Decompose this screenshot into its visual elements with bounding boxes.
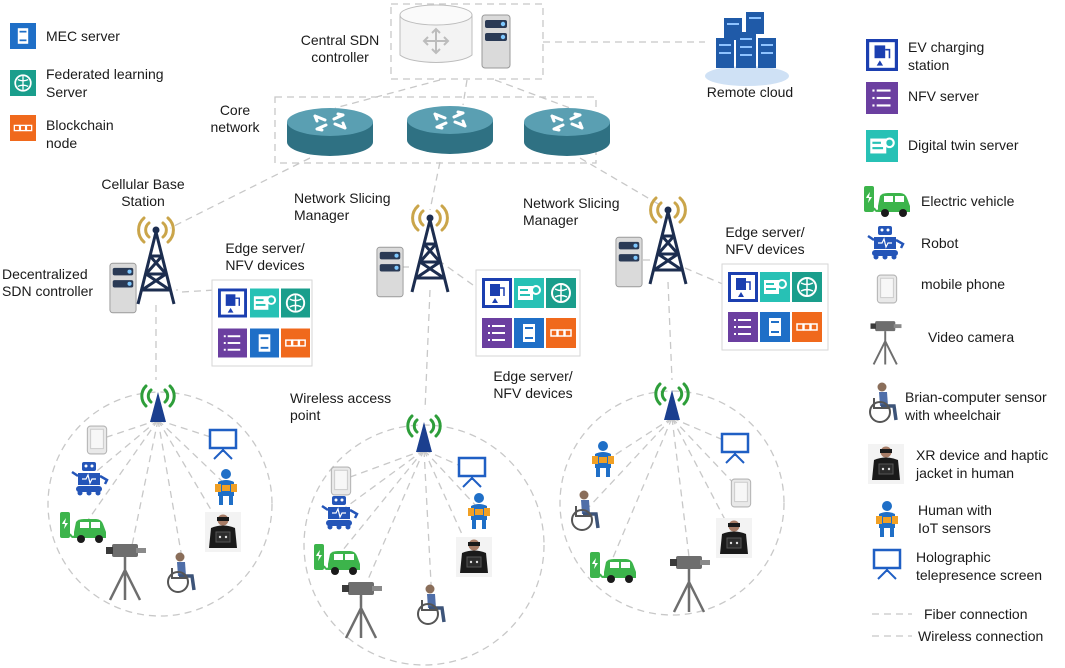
slicing-server-icon-1 bbox=[376, 246, 404, 298]
legend-label-blockchain: Blockchain node bbox=[46, 117, 114, 151]
legend-label-phone: mobile phone bbox=[921, 276, 1006, 292]
core-router-icon-3 bbox=[522, 106, 612, 158]
edge-server-label-2: Edge server/ NFV devices bbox=[493, 368, 573, 401]
core-router-icon-1 bbox=[285, 106, 375, 158]
federated-learning-server-icon bbox=[10, 68, 36, 98]
cell-tower-icon-2 bbox=[410, 204, 450, 294]
cellular-base-station-label: Cellular Base Station bbox=[101, 176, 185, 209]
mec-server-icon bbox=[10, 23, 36, 49]
cluster-1-devices bbox=[59, 425, 241, 602]
central-sdn-controller-icon bbox=[399, 4, 473, 64]
edge-server-group-1 bbox=[211, 279, 313, 367]
digital-twin-server-icon bbox=[866, 128, 898, 164]
mobile-phone-icon bbox=[876, 274, 898, 304]
decentralized-sdn-server-icon bbox=[109, 262, 137, 314]
cluster-2-devices bbox=[313, 456, 492, 640]
legend-label-ev-station: EV charging station bbox=[908, 39, 985, 73]
central-server-icon bbox=[481, 14, 511, 69]
legend-label-hologram: Holographic telepresence screen bbox=[916, 549, 1043, 583]
legend-label-wireless: Wireless connection bbox=[918, 628, 1044, 644]
robot-icon bbox=[866, 224, 905, 260]
wifi-ap-icon-2 bbox=[406, 414, 442, 454]
wifi-ap-icon-3 bbox=[654, 382, 690, 422]
legend-label-iot-human: Human with IoT sensors bbox=[918, 502, 992, 536]
cell-tower-icon-1 bbox=[136, 216, 176, 306]
remote-cloud-icon bbox=[705, 12, 789, 86]
blockchain-node-icon bbox=[10, 114, 36, 142]
slicing-manager-label-2: Network Slicing Manager bbox=[523, 195, 620, 228]
iot-human-icon bbox=[874, 500, 900, 538]
legend-label-robot: Robot bbox=[921, 235, 959, 251]
central-sdn-label: Central SDN controller bbox=[300, 32, 380, 65]
core-network-label: Core network bbox=[210, 102, 260, 135]
cell-tower-icon-3 bbox=[648, 196, 688, 286]
legend-label-fiber: Fiber connection bbox=[924, 606, 1028, 622]
legend-label-camera: Video camera bbox=[928, 329, 1015, 345]
hologram-screen-icon bbox=[872, 548, 902, 580]
legend-label-mec: MEC server bbox=[46, 28, 120, 44]
wireless-ap-label: Wireless access point bbox=[290, 390, 392, 423]
video-camera-icon bbox=[869, 319, 903, 366]
xr-person-icon bbox=[868, 444, 904, 484]
edge-server-group-2 bbox=[475, 269, 581, 357]
remote-cloud-label: Remote cloud bbox=[706, 84, 794, 100]
legend-label-xr: XR device and haptic jacket in human bbox=[916, 447, 1049, 481]
edge-server-label-3: Edge server/ NFV devices bbox=[725, 224, 805, 257]
slicing-manager-label-1: Network Slicing Manager bbox=[294, 190, 391, 223]
legend-label-digital-twin: Digital twin server bbox=[908, 137, 1019, 153]
legend-label-nfv: NFV server bbox=[908, 88, 979, 104]
slicing-server-icon-2 bbox=[615, 236, 643, 288]
cluster-3-devices bbox=[570, 432, 752, 614]
edge-server-group-3 bbox=[721, 263, 829, 351]
electric-vehicle-icon bbox=[863, 185, 911, 218]
edge-server-label-1: Edge server/ NFV devices bbox=[225, 240, 305, 273]
legend-label-federated: Federated learning Server bbox=[46, 66, 164, 100]
ev-charging-station-icon bbox=[866, 38, 898, 72]
wifi-ap-icon-1 bbox=[140, 384, 176, 424]
wheelchair-person-icon bbox=[868, 380, 898, 424]
nfv-server-icon bbox=[866, 82, 898, 114]
legend-label-ev: Electric vehicle bbox=[921, 193, 1015, 209]
decentralized-sdn-label: Decentralized SDN controller bbox=[2, 266, 94, 299]
connection-lines bbox=[47, 3, 912, 666]
legend-label-wheelchair: Brian-computer sensor with wheelchair bbox=[905, 389, 1047, 423]
core-router-icon-2 bbox=[405, 104, 495, 156]
